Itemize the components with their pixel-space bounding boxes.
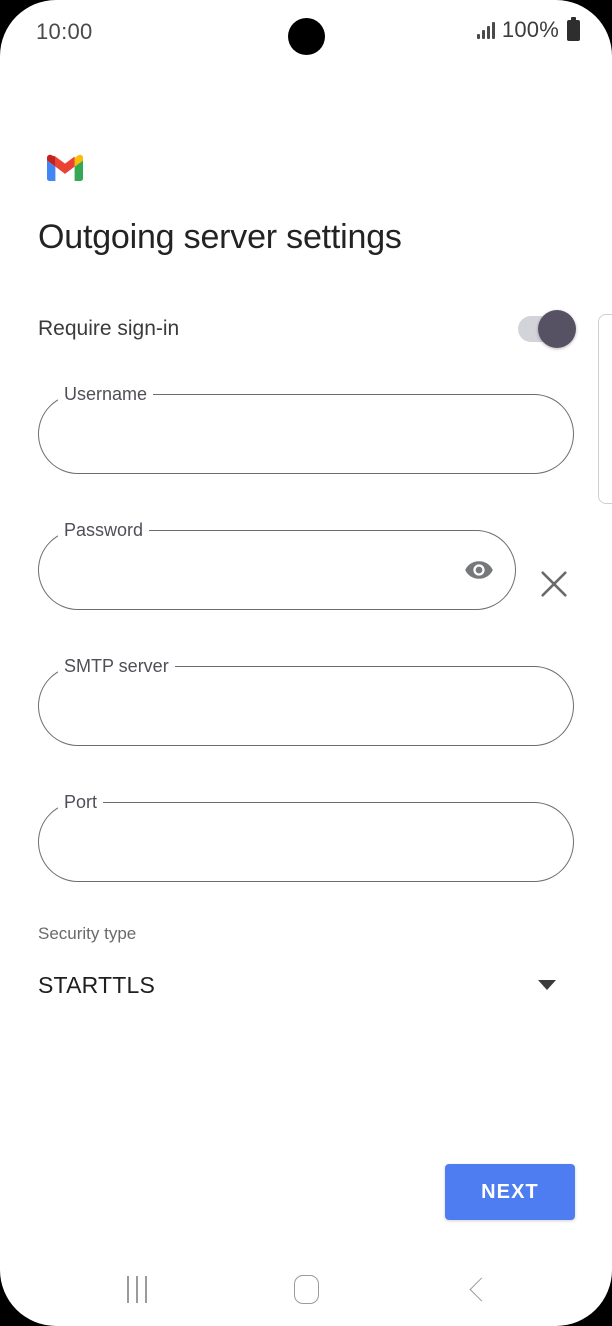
scrollbar-thumb[interactable] — [598, 314, 612, 504]
back-chevron-icon[interactable] — [433, 1252, 523, 1326]
require-signin-label: Require sign-in — [38, 317, 180, 340]
battery-full-icon — [567, 16, 580, 41]
port-input[interactable] — [64, 802, 500, 882]
password-field[interactable]: Password — [38, 519, 516, 610]
username-input[interactable] — [64, 394, 500, 474]
security-type-label: Security type — [38, 924, 137, 943]
require-signin-toggle[interactable] — [518, 310, 576, 348]
password-input[interactable] — [64, 530, 442, 610]
port-field[interactable]: Port — [38, 791, 574, 882]
eye-icon[interactable] — [464, 555, 494, 585]
page-title: Outgoing server settings — [38, 218, 402, 256]
status-bar-right: 100% — [476, 16, 580, 43]
recents-icon[interactable] — [92, 1252, 182, 1326]
toggle-thumb — [538, 310, 576, 348]
gmail-logo-icon — [47, 154, 83, 181]
status-time: 10:00 — [36, 19, 93, 44]
close-x-icon[interactable] — [537, 567, 571, 601]
security-type-value: STARTTLS — [38, 971, 156, 998]
status-bar: 10:00 100% — [0, 0, 612, 62]
security-type-dropdown[interactable]: STARTTLS — [38, 967, 574, 1003]
smtp-server-input[interactable] — [64, 666, 500, 746]
navigation-bar — [0, 1252, 612, 1326]
next-button[interactable]: NEXT — [445, 1164, 575, 1220]
chevron-down-icon — [538, 980, 556, 990]
main-content: Outgoing server settings Require sign-in… — [0, 62, 612, 1252]
battery-percent-label: 100% — [501, 17, 559, 42]
camera-punch-hole — [288, 18, 325, 55]
home-icon[interactable] — [261, 1252, 351, 1326]
username-field[interactable]: Username — [38, 383, 574, 474]
smtp-server-field[interactable]: SMTP server — [38, 655, 574, 746]
require-signin-row[interactable]: Require sign-in — [38, 308, 576, 350]
signal-bars-icon — [476, 21, 495, 39]
